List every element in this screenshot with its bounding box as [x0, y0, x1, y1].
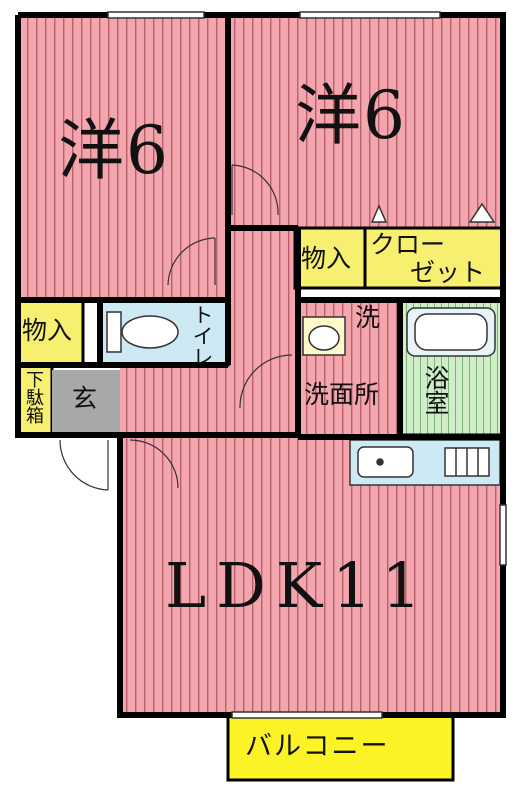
ldk-label: LDK11: [165, 549, 432, 622]
washroom-label: 洗面所: [304, 380, 380, 409]
bath-label: 浴室: [421, 365, 450, 415]
washbasin-fixture: [302, 316, 346, 356]
balcony-area: [226, 713, 455, 782]
floor-areas: [18, 15, 503, 715]
room-size: 6: [126, 112, 170, 189]
wash-mark-label: 洗: [355, 303, 381, 332]
toilet-fixture: [106, 311, 179, 353]
closet-area: [363, 226, 505, 290]
storage-1-label: 物入: [301, 244, 352, 273]
room-name: 洋: [58, 112, 126, 189]
closet-label-line-2: ゼット: [410, 258, 486, 287]
shoe-box-label: 下駄箱: [23, 370, 44, 424]
sink-fixture: [357, 446, 414, 478]
closet-triangles: [370, 202, 496, 223]
windows: [107, 11, 507, 719]
stove-fixture: [444, 447, 490, 477]
balcony-label: バルコニー: [245, 731, 390, 762]
closet-label-line-1: クロー: [370, 230, 446, 259]
entrance-area: [52, 370, 120, 432]
bathtub-fixture: [406, 307, 496, 357]
walls: [15, 12, 506, 718]
toilet-label: トイレ: [190, 304, 214, 367]
storage-2-label: 物入: [22, 316, 73, 345]
western-room-1-floor: [18, 15, 228, 300]
western-room-2-label: 洋6: [295, 83, 407, 149]
western-room-1-label: 洋6: [58, 118, 170, 184]
room-name: 洋: [295, 77, 363, 154]
entrance-label: 玄: [72, 384, 98, 413]
room-size: 6: [363, 77, 407, 154]
door-swings: [59, 164, 293, 491]
hallway-lower-floor: [120, 365, 300, 435]
